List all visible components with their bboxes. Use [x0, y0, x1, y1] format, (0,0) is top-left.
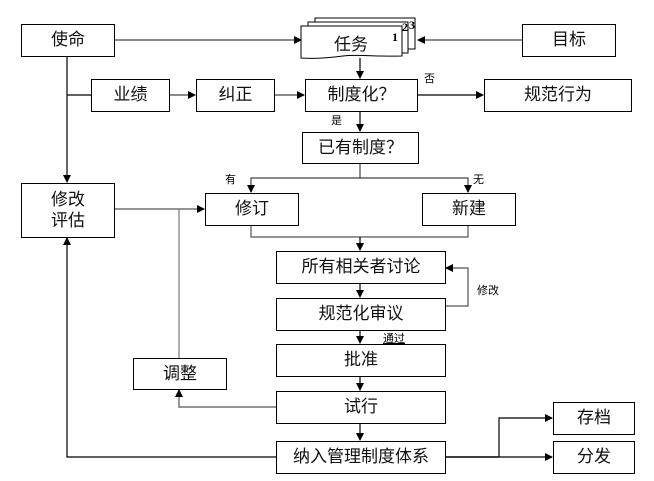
edge-revise-merge: [250, 225, 469, 238]
edge-incorporate-revise-evaluate: [63, 237, 276, 458]
node-revise: 修订: [205, 193, 299, 226]
node-revise-label: 修订: [235, 199, 269, 219]
node-stakeholder-discussion-label: 所有相关者讨论: [301, 257, 421, 277]
node-adjust: 调整: [133, 358, 227, 390]
node-archive: 存档: [553, 402, 635, 435]
edge-label-none: 无: [473, 173, 484, 186]
node-task-document-stack-icon: [300, 17, 416, 59]
edge-label-has: 有: [225, 173, 236, 186]
node-distribute: 分发: [553, 441, 635, 474]
node-mission-label: 使命: [51, 30, 85, 50]
edge-review-discussion-loop: [445, 264, 469, 307]
node-standard-behavior: 规范行为: [484, 79, 632, 112]
edge-existing-revise: [247, 177, 360, 193]
node-stakeholder-discussion: 所有相关者讨论: [276, 251, 446, 284]
node-task-page-1: 1: [392, 30, 398, 44]
node-correction-label: 纠正: [218, 85, 253, 105]
node-task-page-3: 3: [409, 18, 415, 32]
node-existing-system-question-label: 已有制度？: [318, 137, 403, 158]
edge-label-modify: 修改: [477, 284, 499, 297]
node-trial-label: 试行: [344, 397, 378, 417]
node-goal: 目标: [522, 24, 616, 57]
node-revise-evaluate-label-line1: 修改: [51, 189, 85, 210]
node-goal-label: 目标: [552, 30, 586, 50]
node-institutionalize-question: 制度化？: [305, 79, 418, 112]
edge-incorporate-archive: [498, 414, 553, 457]
node-correction: 纠正: [196, 79, 275, 112]
node-standardized-review-label: 规范化审议: [318, 304, 404, 324]
node-standard-behavior-label: 规范行为: [524, 85, 592, 105]
node-create-new: 新建: [422, 193, 516, 226]
node-approve: 批准: [276, 344, 446, 377]
edge-label-no: 否: [424, 72, 435, 85]
edge-existing-new: [360, 177, 472, 193]
node-distribute-label: 分发: [577, 447, 611, 467]
node-existing-system-question: 已有制度？: [302, 132, 419, 164]
node-mission: 使命: [21, 24, 115, 57]
node-institutionalize-question-label: 制度化？: [327, 85, 396, 105]
node-performance: 业绩: [91, 79, 170, 112]
node-task-label: 任务: [334, 35, 368, 55]
node-revise-evaluate: 修改 评估: [21, 183, 115, 238]
edge-trial-adjust: [175, 389, 276, 408]
node-approve-label: 批准: [344, 350, 378, 370]
edge-label-yes: 是: [331, 114, 342, 127]
node-adjust-label: 调整: [163, 363, 197, 384]
node-performance-label: 业绩: [113, 85, 148, 105]
node-incorporate-label: 纳入管理制度体系: [293, 447, 429, 467]
node-incorporate: 纳入管理制度体系: [276, 441, 446, 474]
node-standardized-review: 规范化审议: [276, 298, 446, 331]
node-revise-evaluate-label-line2: 评估: [51, 210, 85, 231]
edge-label-pass: 通过: [383, 332, 405, 345]
node-create-new-label: 新建: [452, 199, 486, 219]
node-trial: 试行: [276, 391, 446, 424]
node-archive-label: 存档: [577, 408, 611, 428]
node-task-page-2: 2: [402, 20, 408, 34]
